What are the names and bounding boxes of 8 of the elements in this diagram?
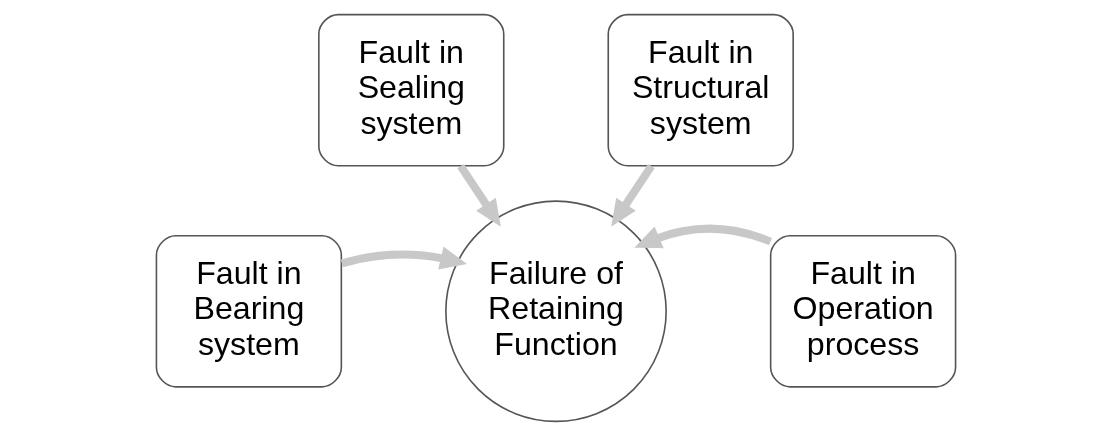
arrow — [634, 224, 772, 249]
node-box: Fault in Structural system — [607, 13, 794, 167]
node-box: Fault in Bearing system — [155, 234, 343, 388]
node-box: Fault in Operation process — [769, 234, 957, 388]
arrow — [340, 246, 468, 270]
node-box: Fault in Sealing system — [318, 13, 505, 167]
arrow — [611, 163, 655, 227]
arrow — [457, 163, 501, 227]
